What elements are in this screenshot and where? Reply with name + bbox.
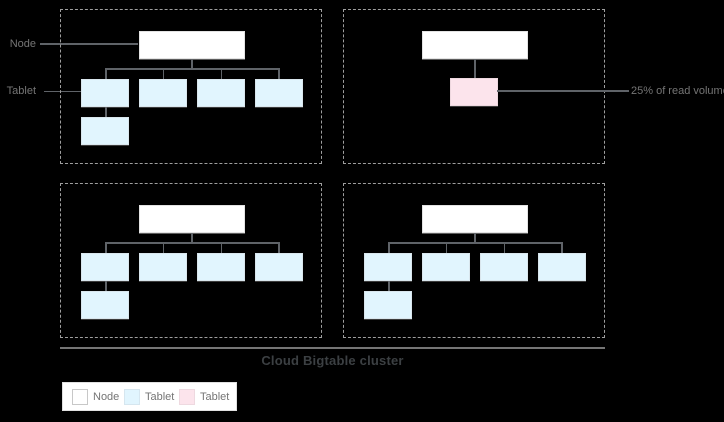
tablet-box	[81, 253, 129, 281]
cluster-caption: Cloud Bigtable cluster	[261, 353, 404, 368]
connector-line	[561, 242, 563, 253]
node-box	[422, 31, 528, 59]
tablet-box	[538, 253, 586, 281]
tablet-box	[255, 79, 303, 107]
tablet-box	[81, 79, 129, 107]
connector-line	[278, 68, 280, 79]
hot-tablet-swatch-icon	[179, 388, 195, 405]
connector-line	[105, 68, 280, 70]
legend-label: Tablet	[145, 390, 175, 403]
tablet-leader-line	[44, 90, 81, 92]
tablet-box	[364, 291, 412, 319]
tablet-box	[255, 253, 303, 281]
tablet-box	[364, 253, 412, 281]
tablet-box	[422, 253, 470, 281]
node-swatch-icon	[72, 388, 88, 405]
connector-line	[388, 242, 563, 244]
node-group-3	[60, 183, 322, 338]
node-group-2	[343, 9, 605, 164]
connector-line	[220, 68, 222, 79]
connector-line	[105, 281, 107, 291]
tablet-box	[139, 79, 187, 107]
node-box	[139, 205, 245, 233]
connector-line	[105, 242, 280, 244]
node-box	[422, 205, 528, 233]
node-group-1	[60, 9, 322, 164]
node-group-4	[343, 183, 605, 338]
connector-line	[474, 59, 476, 78]
node-box	[139, 31, 245, 59]
connector-line	[105, 68, 107, 79]
tablet-box	[197, 79, 245, 107]
connector-line	[474, 233, 476, 243]
legend: Node Tablet Tablet	[62, 382, 237, 411]
tablet-box	[197, 253, 245, 281]
legend-item-hot-tablet: Tablet	[179, 383, 229, 410]
connector-line	[388, 242, 390, 253]
legend-item-node: Node	[72, 383, 119, 410]
hot-tablet-callout-label: 25% of read volume	[631, 85, 724, 97]
connector-line	[191, 233, 193, 243]
connector-line	[191, 59, 193, 69]
connector-line	[162, 242, 164, 253]
tablet-box	[81, 117, 129, 145]
connector-line	[162, 68, 164, 79]
connector-line	[388, 281, 390, 291]
connector-line	[503, 242, 505, 253]
connector-line	[105, 107, 107, 117]
connector-line	[445, 242, 447, 253]
connector-line	[278, 242, 280, 253]
tablet-swatch-icon	[124, 388, 140, 405]
legend-label: Node	[93, 390, 120, 403]
cluster-baseline	[60, 347, 605, 349]
tablet-pointer-label: Tablet	[6, 85, 36, 97]
legend-label: Tablet	[200, 390, 230, 403]
legend-item-tablet: Tablet	[124, 383, 174, 410]
connector-line	[105, 242, 107, 253]
connector-line	[220, 242, 222, 253]
tablet-box	[139, 253, 187, 281]
node-pointer-label: Node	[9, 38, 36, 50]
node-leader-line	[40, 43, 138, 45]
tablet-box	[480, 253, 528, 281]
hot-tablet-box	[450, 78, 498, 106]
tablet-box	[81, 291, 129, 319]
callout-leader-line	[497, 90, 629, 92]
